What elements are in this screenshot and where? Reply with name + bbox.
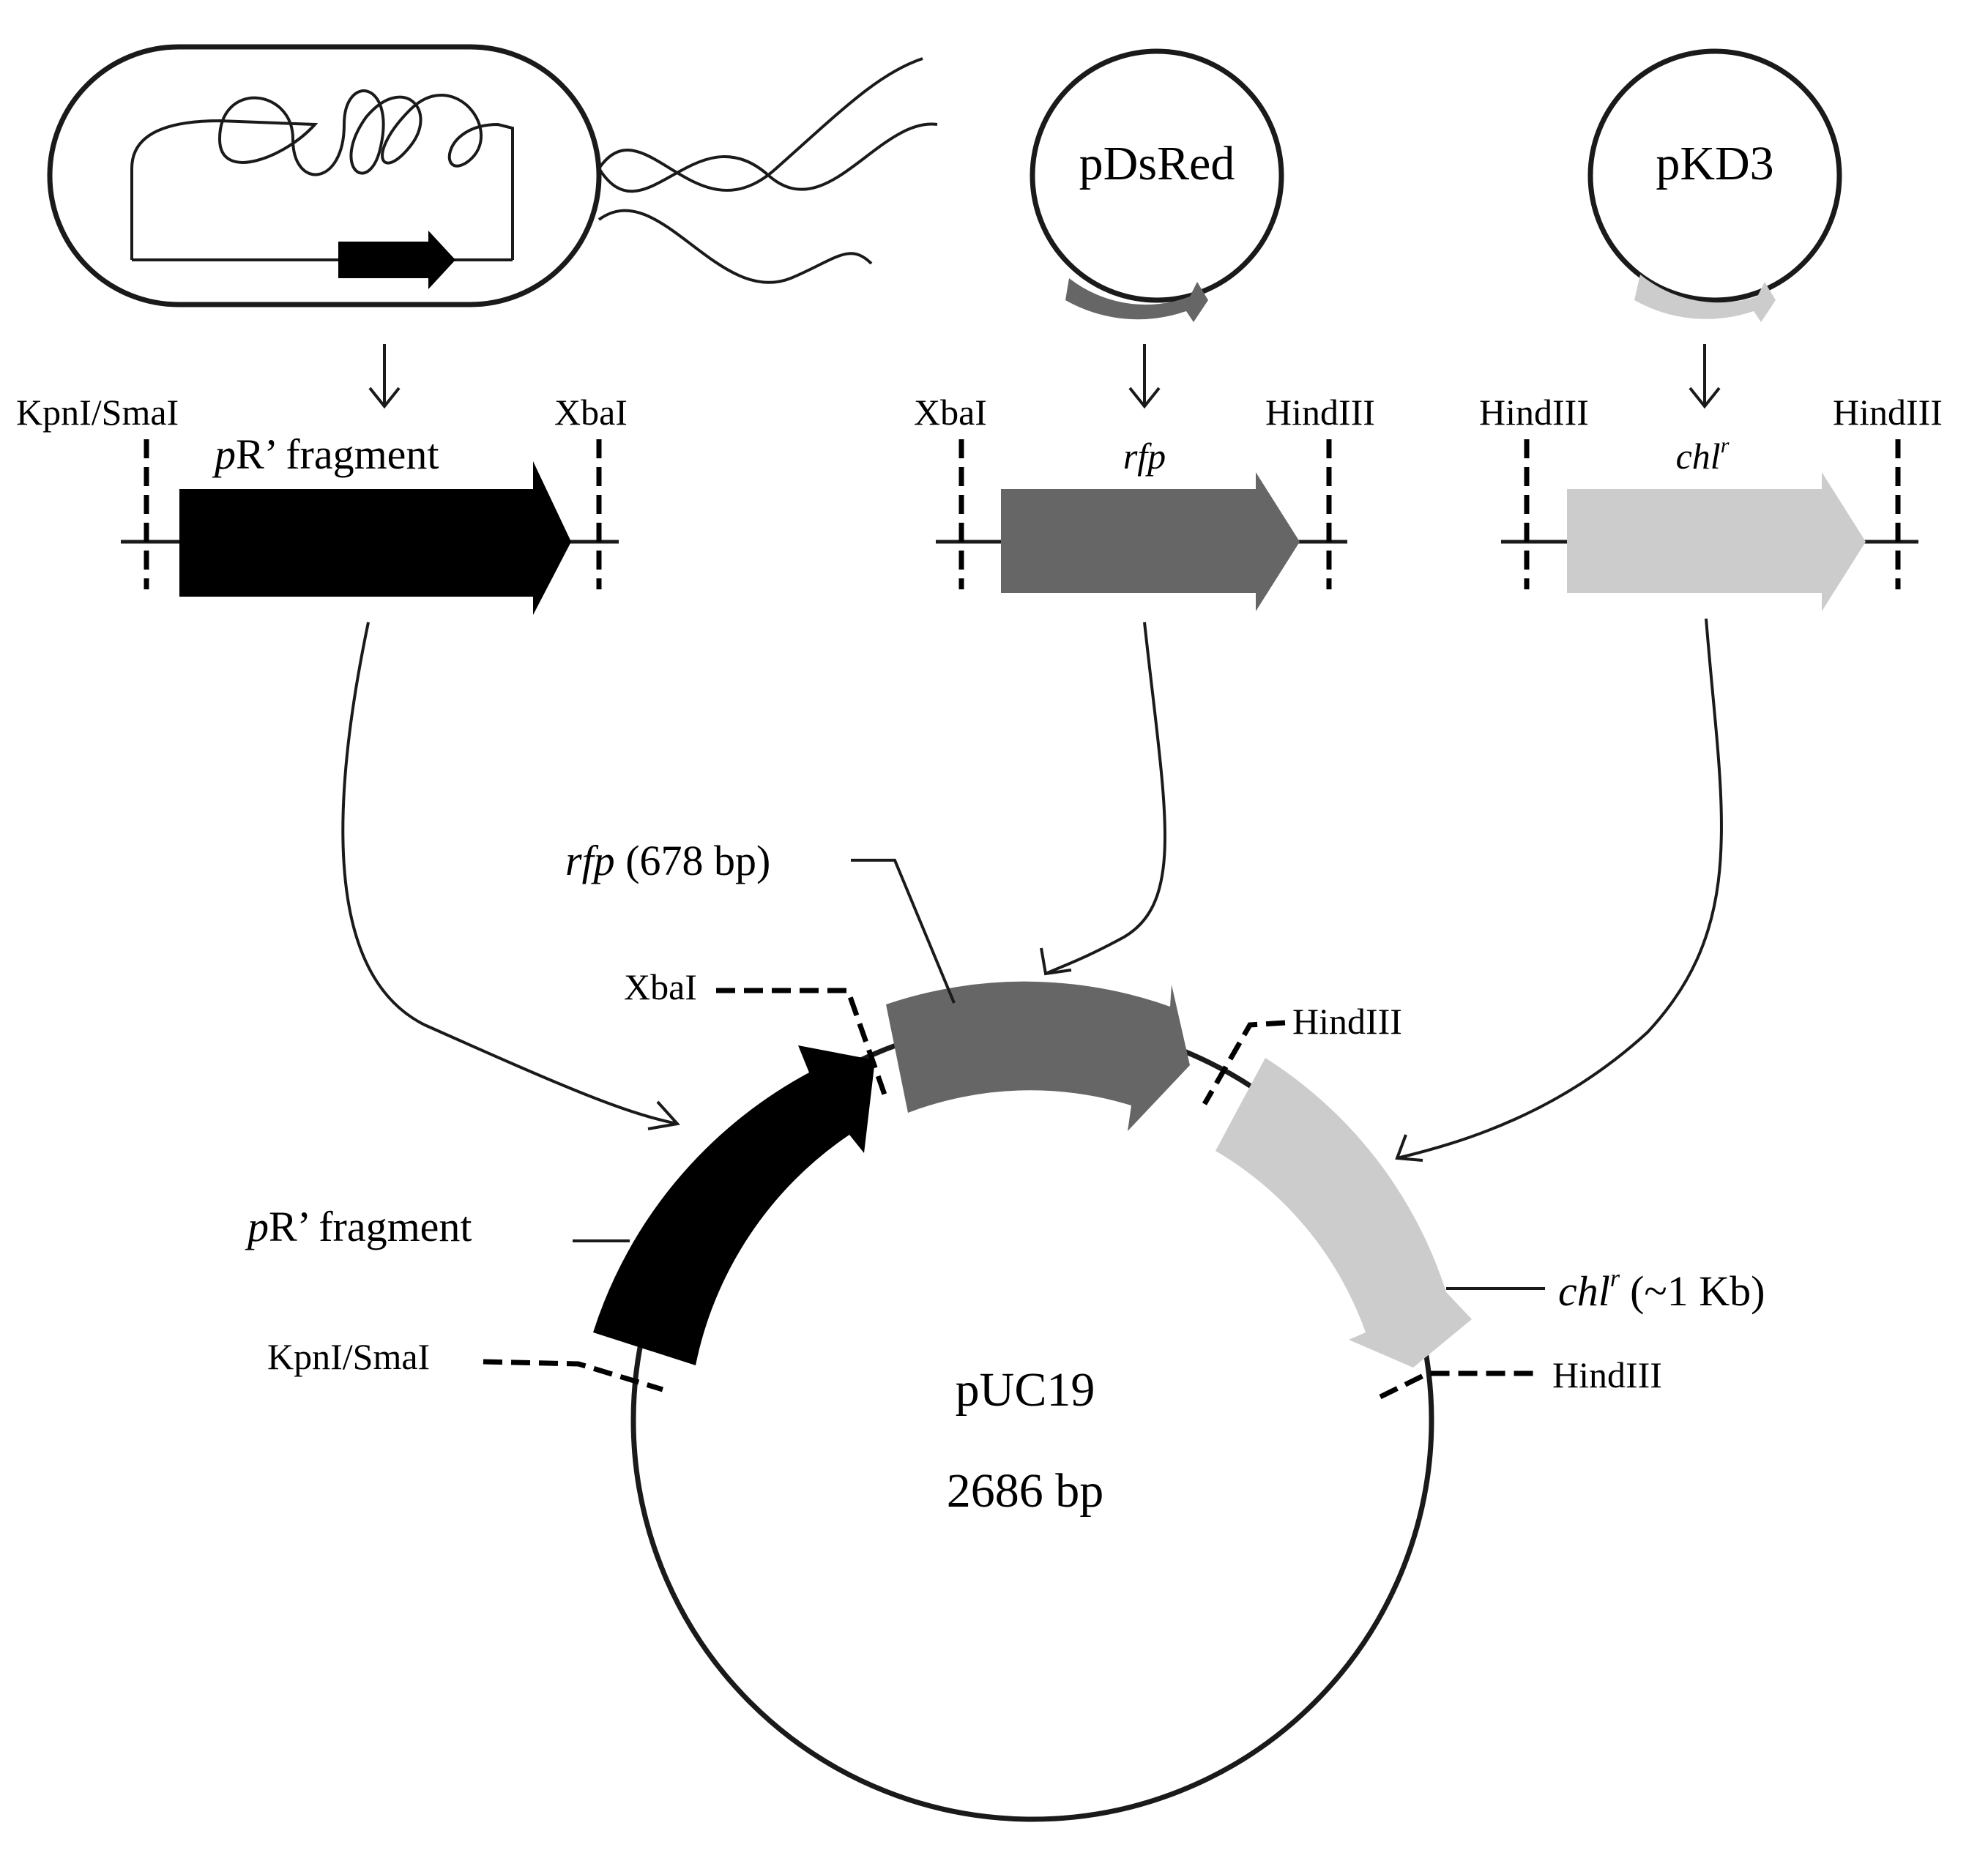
- puc19-name-label: pUC19: [956, 1363, 1095, 1417]
- rfp-fragment-label: rfp: [1123, 436, 1166, 477]
- map-chlr-arc: [1215, 1058, 1472, 1368]
- site-xbai-label: XbaI: [914, 392, 987, 433]
- site-hindiii-label: HindIII: [1833, 392, 1943, 433]
- map-rfp-label: rfp (678 bp): [565, 837, 770, 884]
- puc19-plasmid-map: pUC19 2686 bp: [483, 981, 1538, 1822]
- map-chlr-label: chlr(~1 Kb): [1558, 1265, 1765, 1315]
- insertion-arrow-chlr: [1395, 618, 1723, 1162]
- pr-fragment-label: pR’ fragment: [212, 430, 439, 478]
- map-site-kpni-smai-label: KpnI/SmaI: [267, 1336, 430, 1377]
- map-pr-fragment-arc: [593, 1045, 875, 1365]
- map-site-kpni-smai: [483, 1359, 664, 1392]
- pdsred-rfp-segment: [1065, 278, 1208, 322]
- map-chlr-callout: chlr(~1 Kb): [1446, 1265, 1765, 1315]
- map-site-xbai-label: XbaI: [624, 966, 697, 1007]
- map-site-hindiii-label: HindIII: [1552, 1354, 1662, 1395]
- pkd3-label: pKD3: [1656, 137, 1773, 190]
- site-hindiii-label: HindIII: [1479, 392, 1589, 433]
- down-arrow-icon: [1128, 344, 1161, 409]
- insertion-arrow-rfp: [1040, 622, 1166, 976]
- map-site-hindiii-label: HindIII: [1292, 1001, 1402, 1042]
- bacterium-cell-icon: [47, 44, 602, 307]
- rfp-fragment-linear: rfp XbaI HindIII: [914, 392, 1375, 611]
- pkd3-plasmid: pKD3: [1587, 48, 1842, 322]
- map-site-xbai: [716, 988, 887, 1096]
- map-pr-callout: pR’ fragment: [245, 1203, 630, 1250]
- chlr-fragment-label: chlr: [1676, 433, 1730, 477]
- chromosome-coil-icon: [130, 89, 514, 289]
- chlr-fragment-linear: chlr HindIII HindIII: [1479, 392, 1943, 611]
- map-pr-label: pR’ fragment: [245, 1203, 472, 1250]
- pdsred-plasmid: pDsRed: [1030, 48, 1284, 322]
- pkd3-chlr-segment: [1634, 275, 1776, 322]
- puc19-size-label: 2686 bp: [947, 1464, 1104, 1518]
- pdsred-label: pDsRed: [1079, 137, 1235, 190]
- site-kpni-smai-label: KpnI/SmaI: [16, 392, 179, 433]
- site-xbai-label: XbaI: [554, 392, 628, 433]
- map-rfp-callout: rfp (678 bp): [565, 837, 956, 1004]
- down-arrow-icon: [368, 344, 401, 409]
- map-rfp-arc: [886, 981, 1190, 1131]
- down-arrow-icon: [1689, 344, 1721, 409]
- site-hindiii-label: HindIII: [1265, 392, 1375, 433]
- map-site-hindiii-top: [1202, 1020, 1286, 1105]
- insertion-arrow-pr: [341, 622, 680, 1130]
- pr-fragment-linear: pR’ fragment KpnI/SmaI XbaI: [16, 392, 628, 615]
- flagella-icon: [597, 57, 938, 284]
- map-site-hindiii-bottom: [1379, 1370, 1538, 1400]
